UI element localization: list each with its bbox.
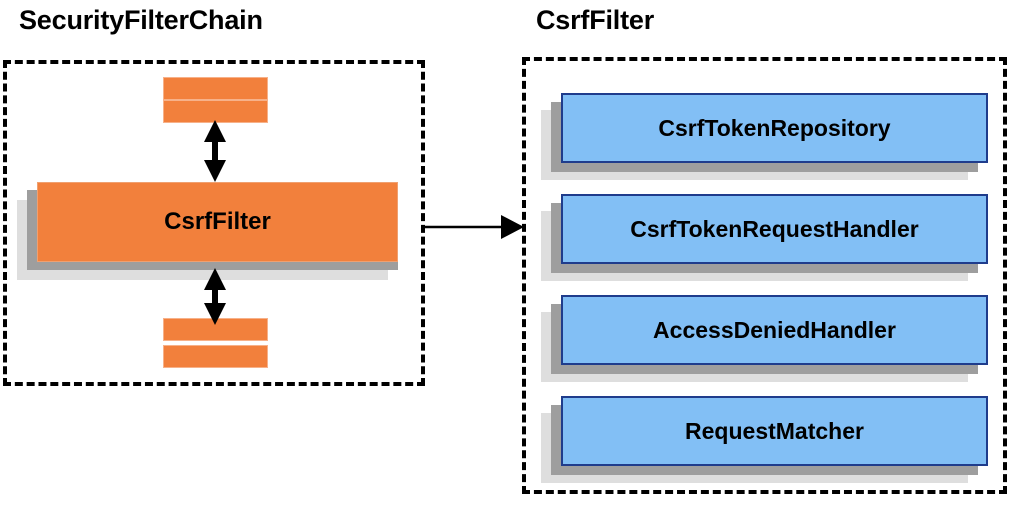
filter-bar-bottom-2 bbox=[163, 345, 268, 368]
security-filter-chain-group bbox=[3, 60, 425, 386]
csrf-filter-group bbox=[522, 57, 1007, 494]
component-box-csrf-token-repository[interactable]: CsrfTokenRepository bbox=[561, 93, 988, 163]
filter-bar-top-2 bbox=[163, 100, 268, 123]
component-box-request-matcher[interactable]: RequestMatcher bbox=[561, 396, 988, 466]
component-box-csrf-token-request-handler[interactable]: CsrfTokenRequestHandler bbox=[561, 194, 988, 264]
filter-bar-top-1 bbox=[163, 77, 268, 100]
filter-bar-bottom-1 bbox=[163, 318, 268, 341]
page-title-security-filter-chain: SecurityFilterChain bbox=[19, 5, 263, 35]
page-title-csrf-filter: CsrfFilter bbox=[536, 5, 655, 35]
arrow-left-to-right-icon bbox=[424, 215, 524, 239]
component-box-access-denied-handler[interactable]: AccessDeniedHandler bbox=[561, 295, 988, 365]
csrf-filter-box[interactable]: CsrfFilter bbox=[37, 182, 398, 262]
